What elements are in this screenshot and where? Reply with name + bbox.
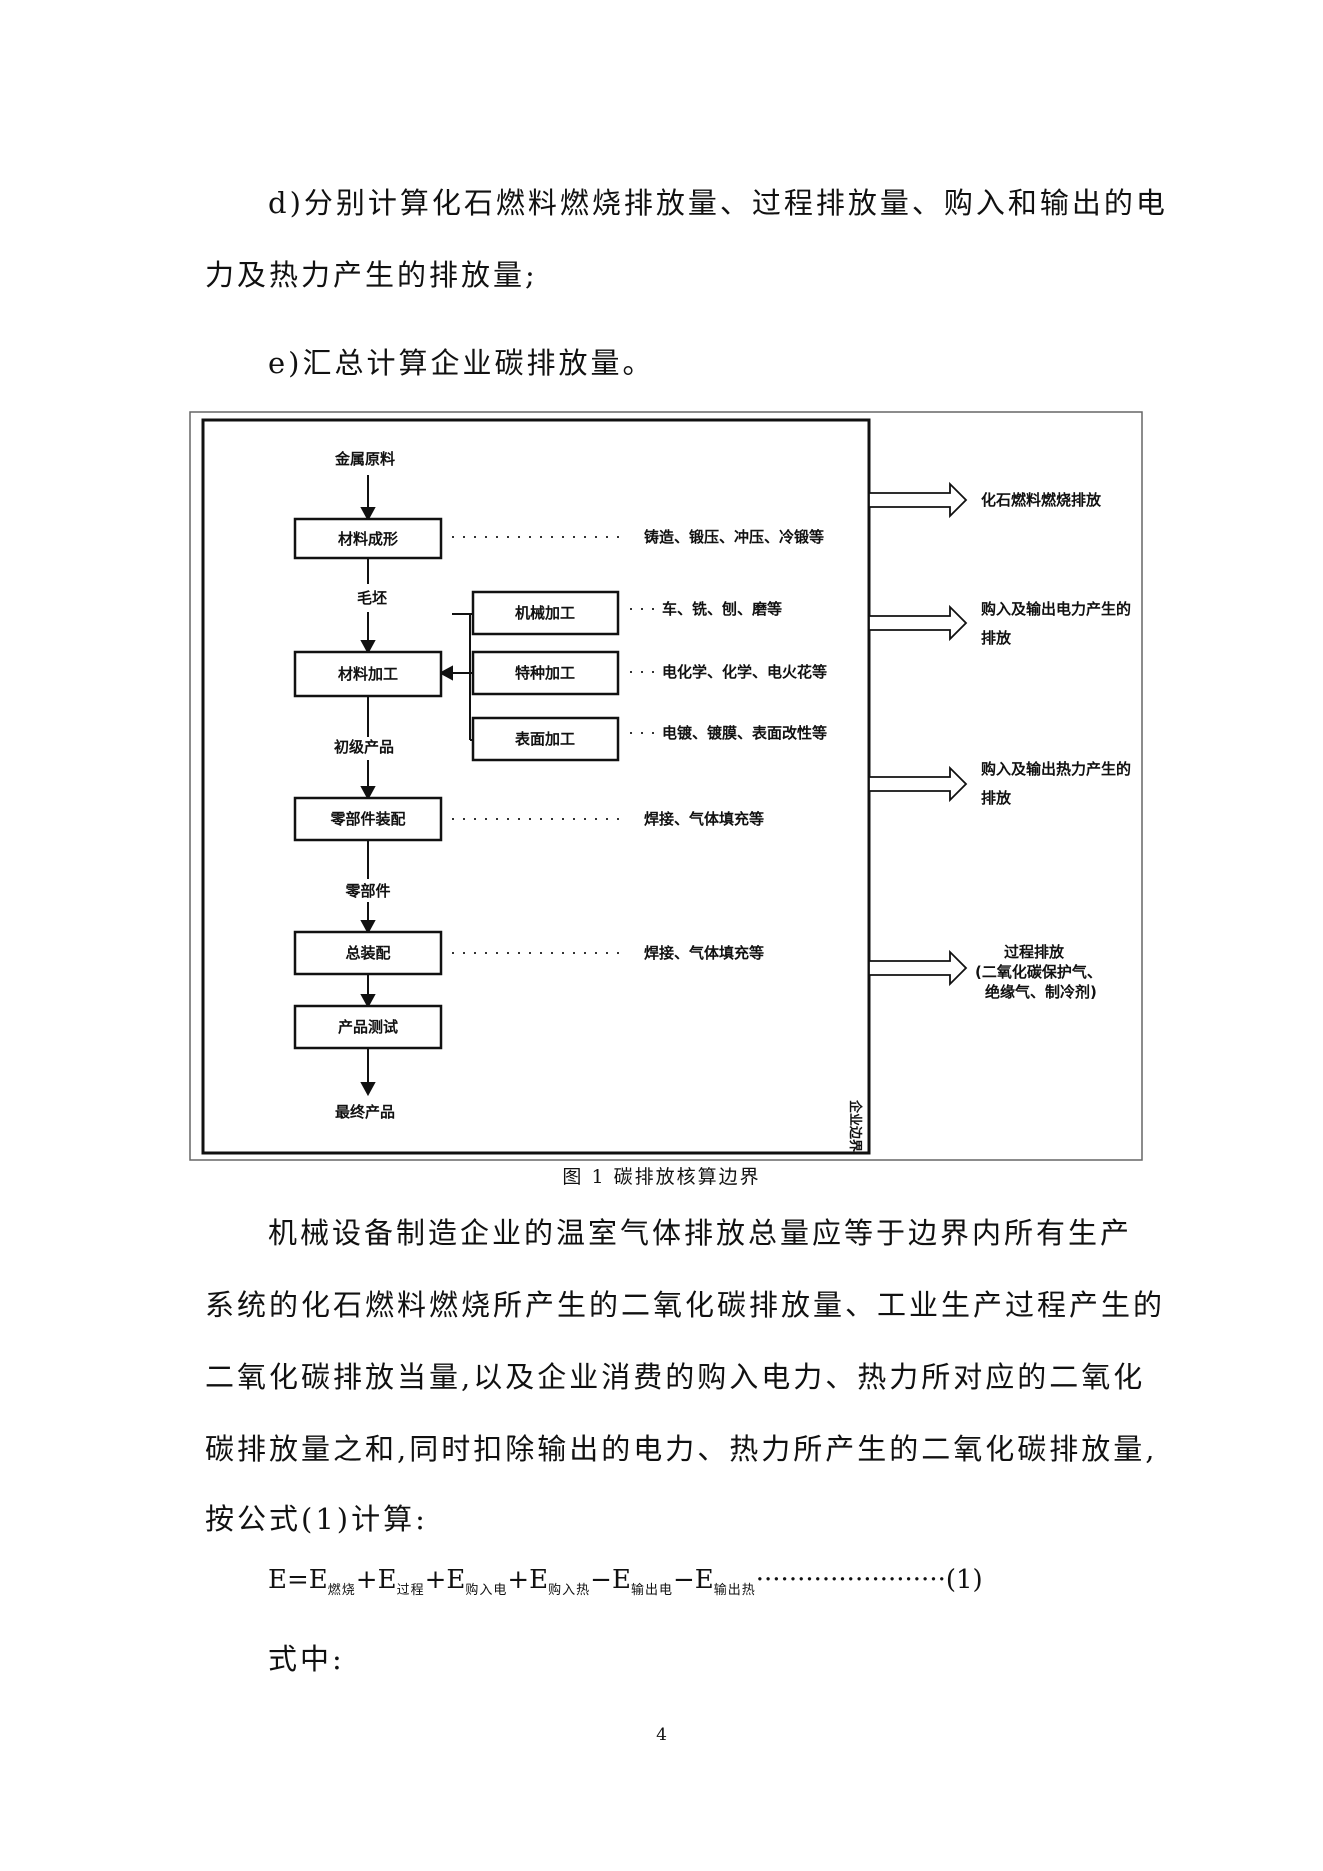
figure-caption: 图 1 碳排放核算边界: [562, 1166, 761, 1188]
flow-label-parts: 零部件: [344, 882, 390, 900]
body-line-3: 二氧化碳排放当量,以及企业消费的购入电力、热力所对应的二氧化: [205, 1360, 1146, 1394]
item-e: e)汇总计算企业碳排放量。: [268, 346, 655, 380]
box-final-assembly: [293, 930, 443, 976]
output-heat-2: 排放: [981, 789, 1012, 807]
note-forming: 铸造、锻压、冲压、冷锻等: [644, 528, 824, 546]
box-label-product-test: 产品测试: [338, 1018, 398, 1036]
box-label-part-assembly: 零部件装配: [329, 810, 405, 828]
output-electricity-2: 排放: [981, 629, 1012, 647]
body-line-2: 系统的化石燃料燃烧所产生的二氧化碳排放量、工业生产过程产生的: [205, 1288, 1166, 1322]
arrow-fossil: [868, 481, 968, 519]
boundary-label: 企业边界: [847, 1099, 863, 1152]
note-part-assembly: 焊接、气体填充等: [644, 810, 764, 828]
box-part-assembly: [293, 796, 443, 842]
flow-label-blank: 毛坯: [357, 589, 387, 607]
output-electricity-1: 购入及输出电力产生的: [981, 600, 1131, 618]
figure-frame: [189, 411, 1143, 1161]
box-label-material-processing: 材料加工: [338, 665, 398, 683]
output-heat-1: 购入及输出热力产生的: [981, 760, 1131, 778]
body-line-4: 碳排放量之和,同时扣除输出的电力、热力所产生的二氧化碳排放量,: [205, 1432, 1158, 1466]
body-line-5: 按公式(1)计算:: [205, 1502, 428, 1536]
page-number: 4: [656, 1725, 667, 1745]
note-machining: 车、铣、刨、磨等: [662, 600, 782, 618]
flow-label-final-product: 最终产品: [335, 1103, 395, 1121]
formula-1: E=E燃烧+E过程+E购入电+E购入热−E输出电−E输出热···········…: [268, 1565, 983, 1598]
formula-leader: ·······················: [755, 1565, 946, 1595]
output-process-3: 绝缘气、制冷剂): [985, 983, 1097, 1001]
subbox-special-processing: [471, 650, 620, 696]
item-d-line2: 力及热力产生的排放量;: [205, 258, 538, 292]
box-material-processing: [293, 650, 443, 698]
subbox-surface-processing: [471, 716, 620, 762]
formula-number: (1): [945, 1565, 983, 1595]
box-product-test: [293, 1004, 443, 1050]
output-fossil: 化石燃料燃烧排放: [981, 491, 1102, 509]
note-surface: 电镀、镀膜、表面改性等: [662, 724, 827, 742]
subbox-machining: [471, 590, 620, 636]
body-line-1: 机械设备制造企业的温室气体排放总量应等于边界内所有生产: [268, 1216, 1133, 1250]
arrow-electricity: [868, 604, 968, 642]
where-label: 式中:: [268, 1642, 345, 1676]
box-label-final-assembly: 总装配: [345, 944, 390, 962]
item-d-line1: d)分别计算化石燃料燃烧排放量、过程排放量、购入和输出的电: [268, 186, 1168, 220]
box-material-forming: [293, 517, 443, 560]
note-special: 电化学、化学、电火花等: [662, 663, 827, 681]
flow-label-primary-product: 初级产品: [334, 738, 394, 756]
arrow-heat: [868, 765, 968, 803]
output-process-2: (二氧化碳保护气、: [975, 963, 1102, 981]
subbox-label-special: 特种加工: [515, 664, 575, 682]
subbox-label-machining: 机械加工: [515, 604, 575, 622]
flow-label-raw-metal: 金属原料: [334, 450, 395, 468]
output-process-1: 过程排放: [1004, 943, 1065, 961]
subbox-label-surface: 表面加工: [515, 730, 575, 748]
box-label-material-forming: 材料成形: [338, 530, 398, 548]
note-final-assembly: 焊接、气体填充等: [644, 944, 764, 962]
arrow-process: [868, 949, 968, 987]
